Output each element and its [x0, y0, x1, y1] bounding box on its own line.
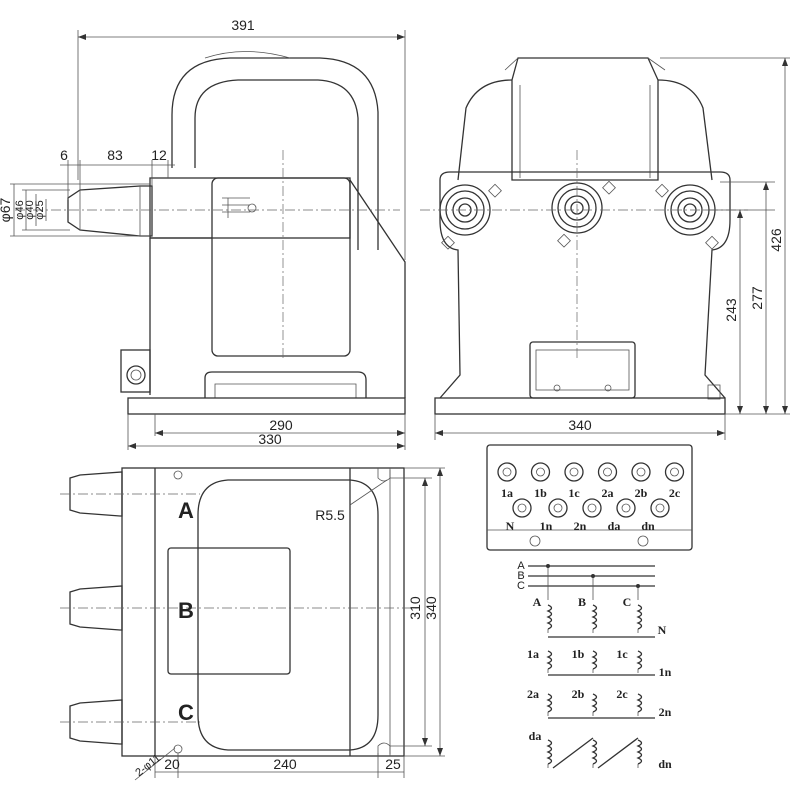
terminal-2b: [631, 462, 651, 482]
terminal-N: [512, 498, 532, 518]
phase-label-a: A: [178, 498, 194, 523]
phase-label-c: C: [178, 700, 194, 725]
terminal-2c-stud: [670, 467, 679, 477]
plan-view: A B C R5.5 2-φ11 310 340 20 240 25: [60, 467, 445, 781]
sec1-coil-1: [591, 650, 598, 670]
terminal-2a-stud: [603, 467, 612, 477]
dim-20: 20: [164, 756, 180, 772]
side-view: 391 6 83 12: [0, 17, 406, 450]
terminal-2n-stud: [587, 503, 597, 513]
sec1-label-1b: 1b: [572, 647, 585, 661]
bus-label-a: A: [517, 560, 525, 572]
dim-phi67: φ67: [0, 197, 13, 222]
bus-label-b: B: [517, 570, 524, 582]
terminal-1n: [548, 498, 568, 518]
dim-25: 25: [385, 756, 401, 772]
terminal-label-2b: 2b: [635, 486, 648, 500]
phase-label-b: B: [178, 598, 194, 623]
terminal-da-stud: [621, 503, 631, 513]
terminal-1b: [530, 462, 551, 482]
terminal-1c: [564, 462, 584, 482]
sec1-label-1a: 1a: [527, 647, 539, 661]
sec2-label-2a: 2a: [527, 687, 539, 701]
dim-83: 83: [107, 147, 123, 163]
terminal-2a: [597, 462, 618, 482]
sec2-coil-0: [546, 693, 553, 713]
terminal-1c-stud: [569, 467, 579, 477]
dim-phi40: φ40: [24, 200, 36, 219]
tert-label-da: da: [529, 729, 542, 743]
sec1-label-1n: 1n: [659, 665, 672, 679]
dim-426: 426: [768, 228, 784, 252]
dim-240: 240: [273, 756, 297, 772]
dim-277: 277: [749, 286, 765, 310]
sec2-coil-1: [591, 693, 598, 713]
terminal-label-2a: 2a: [602, 486, 614, 500]
primary-label-c: C: [623, 595, 632, 609]
terminal-label-N: N: [506, 519, 515, 533]
terminal-board: 1a 1b 1c 2a 2b 2c N 1n 2n da dn: [486, 444, 693, 551]
sec2-label-2n: 2n: [659, 705, 672, 719]
dim-r55: R5.5: [315, 507, 345, 523]
wiring-diagram: A B C A B C N 1a 1b 1c 1n 2a 2b 2c 2n da…: [517, 560, 672, 771]
dim-340-front: 340: [568, 417, 592, 433]
terminal-label-1b: 1b: [534, 486, 547, 500]
primary-label-b: B: [578, 595, 586, 609]
sec1-coil-2: [636, 650, 643, 670]
sec2-coil-2: [636, 693, 643, 713]
terminal-dn: [650, 498, 670, 518]
terminal-1n-stud: [553, 503, 563, 513]
dim-6: 6: [60, 147, 68, 163]
dim-290: 290: [269, 417, 293, 433]
primary-coil-0: [546, 604, 553, 630]
front-view: 340 243 277 426: [420, 57, 790, 440]
bus-label-c: C: [517, 580, 525, 592]
terminal-1a: [497, 462, 517, 482]
sec1-label-1c: 1c: [616, 647, 628, 661]
terminal-label-da: da: [608, 519, 621, 533]
terminal-label-1a: 1a: [501, 486, 513, 500]
terminal-2n: [582, 498, 602, 518]
dim-phi25: φ25: [34, 200, 46, 219]
dim-391: 391: [231, 17, 255, 33]
sec1-coil-0: [546, 650, 553, 670]
terminal-2c: [664, 462, 685, 482]
terminal-dn-stud: [655, 503, 665, 513]
terminal-1a-stud: [502, 467, 512, 477]
sec2-label-2c: 2c: [616, 687, 628, 701]
terminal-label-2n: 2n: [574, 519, 587, 533]
dim-243: 243: [723, 298, 739, 322]
tert-label-dn: dn: [658, 757, 672, 771]
terminal-da: [616, 498, 636, 518]
primary-coil-2: [636, 604, 643, 630]
primary-coil-1: [591, 604, 598, 630]
terminal-label-1n: 1n: [540, 519, 553, 533]
primary-label-a: A: [533, 595, 542, 609]
terminal-label-1c: 1c: [568, 486, 580, 500]
tert-coil-0: [546, 739, 553, 765]
dim-phi46: φ46: [14, 200, 26, 219]
tert-coil-2: [636, 739, 643, 765]
primary-label-n: N: [658, 623, 667, 637]
dim-310: 310: [407, 596, 423, 620]
dim-340-plan: 340: [423, 596, 439, 620]
terminal-1b-stud: [536, 467, 545, 477]
dim-12: 12: [151, 147, 167, 163]
terminal-label-2c: 2c: [669, 486, 681, 500]
tert-coil-1: [591, 739, 598, 765]
terminal-N-stud: [517, 503, 527, 513]
dim-330: 330: [258, 431, 282, 447]
sec2-label-2b: 2b: [572, 687, 585, 701]
terminal-label-dn: dn: [641, 519, 655, 533]
terminal-2b-stud: [636, 467, 646, 477]
